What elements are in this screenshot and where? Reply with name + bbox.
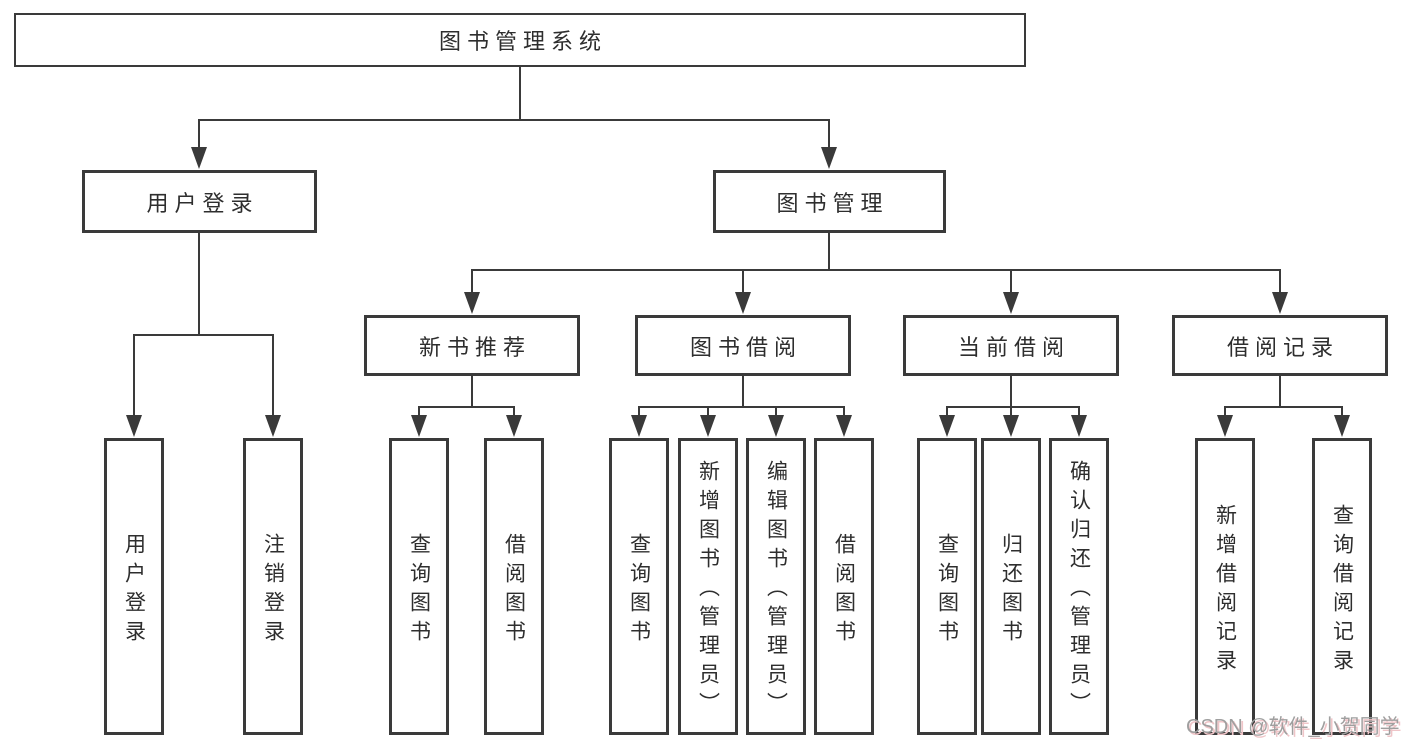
- leaf-query-books-recommend: 查询图书: [389, 438, 449, 735]
- leaf-return-book: 归还图书: [981, 438, 1041, 735]
- node-root-label: 图书管理系统: [438, 29, 607, 54]
- leaf-logout: 注销登录: [243, 438, 303, 735]
- node-user-login: 用户登录: [82, 170, 317, 233]
- leaf-confirm-return-admin: 确认归还（管理员）: [1049, 438, 1109, 735]
- node-borrow-records: 借阅记录: [1172, 315, 1388, 376]
- node-book-management: 图书管理: [713, 170, 946, 233]
- connector-paths: [133, 67, 1343, 418]
- leaf-add-book-admin: 新增图书（管理员）: [678, 438, 738, 735]
- node-new-book-recommend: 新书推荐: [364, 315, 580, 376]
- node-root: 图书管理系统: [14, 13, 1026, 67]
- arrowheads: [126, 147, 1350, 437]
- node-book-borrow-label: 图书借阅: [689, 334, 802, 360]
- leaf-add-borrow-record: 新增借阅记录: [1195, 438, 1255, 735]
- leaf-user-login: 用户登录: [104, 438, 164, 735]
- leaf-query-books-current: 查询图书: [917, 438, 977, 735]
- node-user-login-label: 用户登录: [146, 190, 259, 216]
- leaf-query-books-borrow: 查询图书: [609, 438, 669, 735]
- leaf-borrow-books-recommend: 借阅图书: [484, 438, 544, 735]
- node-new-book-recommend-label: 新书推荐: [418, 334, 531, 360]
- node-book-management-label: 图书管理: [776, 190, 889, 216]
- csdn-watermark: CSDN @软件_小贺同学: [1186, 716, 1400, 738]
- node-borrow-records-label: 借阅记录: [1226, 334, 1339, 360]
- node-current-borrow-label: 当前借阅: [957, 334, 1070, 360]
- leaf-borrow-books: 借阅图书: [814, 438, 874, 735]
- node-book-borrow: 图书借阅: [635, 315, 851, 376]
- leaf-edit-book-admin: 编辑图书（管理员）: [746, 438, 806, 735]
- leaf-query-borrow-record: 查询借阅记录: [1312, 438, 1372, 735]
- node-current-borrow: 当前借阅: [903, 315, 1119, 376]
